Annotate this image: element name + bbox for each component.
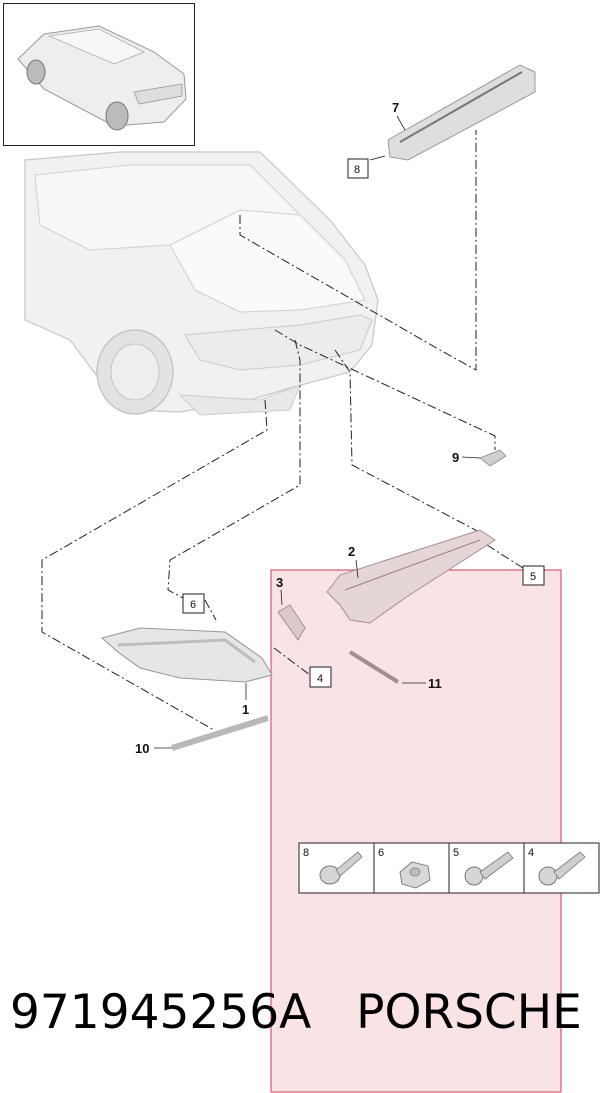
callout-3: 3 xyxy=(276,575,283,590)
legend-cell-5: 5 xyxy=(453,847,459,859)
leader-lines xyxy=(41,130,524,731)
bolt-4-icon xyxy=(538,851,586,886)
svg-text:8: 8 xyxy=(354,164,360,176)
highlight-region xyxy=(270,569,562,1093)
bolt-5-icon xyxy=(464,851,514,886)
part-9-connector xyxy=(479,449,507,467)
svg-text:5: 5 xyxy=(530,571,536,583)
legend-cell-6: 6 xyxy=(378,847,384,859)
part-3-bracket xyxy=(277,604,306,641)
callout-box-5: 5 xyxy=(522,565,545,586)
screw-8-icon xyxy=(319,851,363,885)
callout-10: 10 xyxy=(135,741,149,756)
part-1-tail-light xyxy=(100,627,273,683)
part-7-brake-light xyxy=(387,64,536,161)
part-number: 971945256A xyxy=(10,985,312,1040)
car-thumbnail-icon xyxy=(17,25,187,131)
part-number-caption: 971945256A PORSCHE xyxy=(10,978,595,1048)
callout-9: 9 xyxy=(452,450,459,465)
callout-7: 7 xyxy=(392,100,399,115)
vehicle-thumbnail xyxy=(3,3,195,146)
svg-text:6: 6 xyxy=(190,599,196,611)
callout-1: 1 xyxy=(242,702,249,717)
callout-box-6: 6 xyxy=(182,593,205,614)
part-10-strip xyxy=(171,715,269,751)
callout-11: 11 xyxy=(428,676,442,691)
brand-name: PORSCHE xyxy=(356,985,582,1040)
part-2-trim-panel xyxy=(326,529,496,624)
nut-6-icon xyxy=(399,861,431,889)
svg-text:4: 4 xyxy=(317,673,323,685)
callout-box-4: 4 xyxy=(309,666,332,688)
fastener-legend: 8 6 5 4 xyxy=(298,842,600,894)
car-rear-illustration xyxy=(24,151,379,416)
part-11-strip xyxy=(348,650,400,684)
callout-box-8: 8 xyxy=(347,158,369,179)
legend-cell-8: 8 xyxy=(303,847,309,859)
legend-cell-4: 4 xyxy=(528,847,534,859)
callout-2: 2 xyxy=(348,544,355,559)
